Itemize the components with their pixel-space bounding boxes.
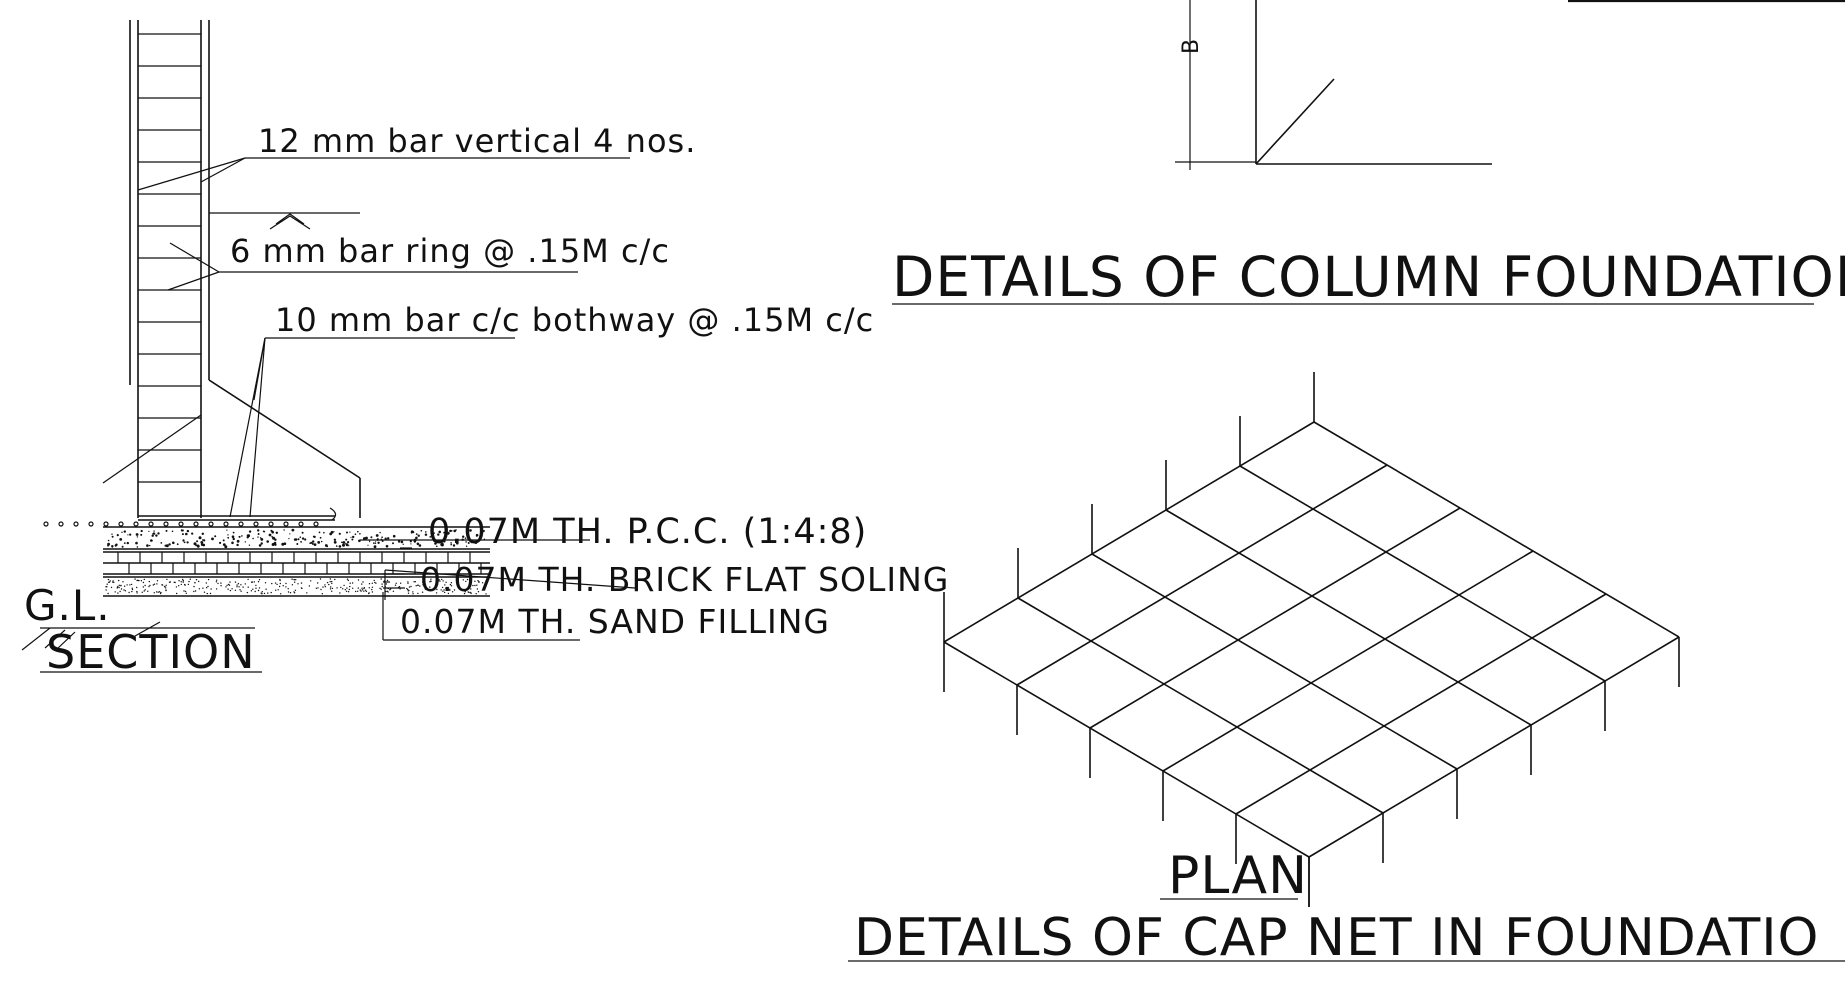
cap-net-grid (943, 421, 1680, 858)
dimension-b-label: B (1179, 38, 1204, 54)
bar-ring-label: 6 mm bar ring @ .15M c/c (230, 232, 670, 270)
bar-vertical-label: 12 mm bar vertical 4 nos. (258, 122, 696, 160)
section-title: SECTION (46, 625, 256, 679)
sand-layer-label: 0.07M TH. SAND FILLING (400, 602, 830, 641)
bar-bothway-label: 10 mm bar c/c bothway @ .15M c/c (275, 301, 874, 339)
column-foundation-title: DETAILS OF COLUMN FOUNDATION (892, 245, 1845, 309)
cap-net-vertical-bars (943, 372, 1680, 907)
pcc-layer-label: 0.07M TH. P.C.C. (1:4:8) (428, 512, 867, 552)
brick-layer (103, 551, 490, 575)
section-drawing: 12 mm bar vertical 4 nos. 6 mm bar ring … (21, 20, 949, 679)
column-foundation-detail: B DETAILS OF COLUMN FOUNDATION (892, 0, 1845, 309)
brick-layer-label: 0.07M TH. BRICK FLAT SOLING (420, 560, 949, 599)
ring-bars (138, 33, 201, 483)
ground-level-label: G.L. (24, 581, 111, 630)
cap-net-subtitle: DETAILS OF CAP NET IN FOUNDATIO (854, 908, 1819, 968)
sand-layer (103, 576, 490, 597)
cap-net-plan: PLAN DETAILS OF CAP NET IN FOUNDATIO (848, 372, 1845, 968)
plan-title: PLAN (1168, 846, 1308, 906)
bar-section-dots (43, 521, 319, 527)
